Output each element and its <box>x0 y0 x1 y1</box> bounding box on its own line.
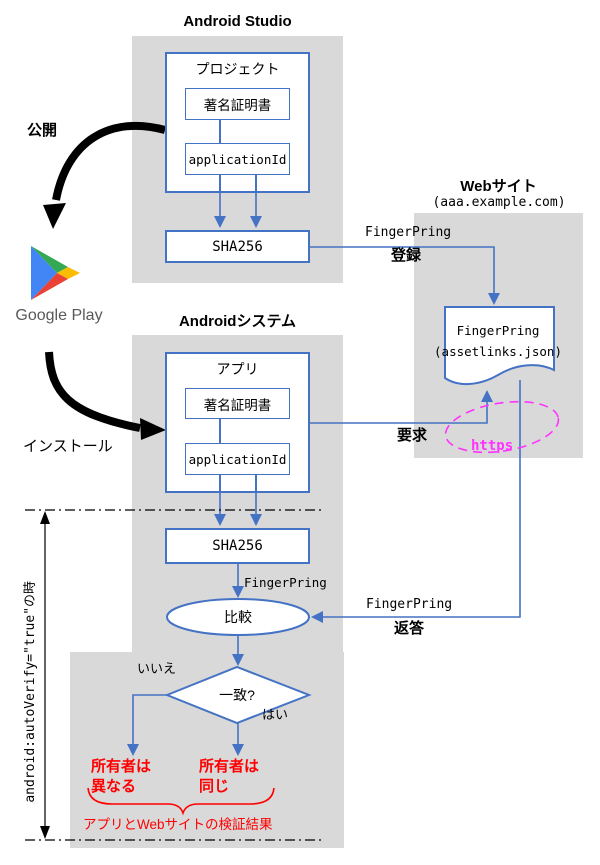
publish-label: 公開 <box>27 122 58 139</box>
reply-label: 返答 <box>394 620 425 637</box>
system-fingerpring-label: FingerPring <box>244 575 327 590</box>
studio-cert-box: 著名証明書 <box>185 88 290 120</box>
blue-connectors <box>132 193 521 745</box>
studio-sha256-label: SHA256 <box>212 238 263 255</box>
result-yes-line1: 所有者は <box>199 758 260 775</box>
google-play-icon <box>31 246 80 300</box>
system-appid-label: applicationId <box>188 451 287 467</box>
system-appid-box: applicationId <box>185 443 290 475</box>
sys-appid-out-connector-right <box>255 475 257 493</box>
system-cert-box: 著名証明書 <box>185 388 290 419</box>
result-brace <box>87 787 275 816</box>
register-label: 登録 <box>391 247 422 264</box>
branch-no-label: いいえ <box>137 661 177 676</box>
project-box-label: プロジェクト <box>195 61 280 77</box>
sys-appid-out-connector-left <box>219 475 221 493</box>
result-yes-line2: 同じ <box>199 778 230 795</box>
blue-arrowheads <box>127 216 500 756</box>
match-diamond <box>164 665 312 725</box>
compare-label: 比較 <box>224 609 252 625</box>
match-label: 一致? <box>219 687 255 703</box>
result-owner-differs: 所有者は 異なる <box>91 757 151 797</box>
assetlinks-line2: (assetlinks.json) <box>434 344 562 360</box>
appid-out-connector-right <box>255 175 257 193</box>
branch-yes-label: はい <box>262 707 289 722</box>
system-sha256-label: SHA256 <box>212 538 263 554</box>
android-studio-title: Android Studio <box>183 13 292 30</box>
assetlinks-line1: FingerPring <box>456 323 540 338</box>
system-cert-label: 著名証明書 <box>203 397 272 413</box>
assetlinks-document-text: FingerPring (assetlinks.json) <box>434 320 562 363</box>
autoverify-condition-label: android:autoVerify="true"の時 <box>23 580 39 803</box>
website-title: Webサイト <box>460 178 537 195</box>
android-system-title: Androidシステム <box>178 313 297 330</box>
studio-cert-label: 著名証明書 <box>203 98 272 113</box>
studio-appid-label: applicationId <box>188 151 287 167</box>
result-no-line1: 所有者は <box>91 758 152 775</box>
result-no-line2: 異なる <box>91 778 137 795</box>
result-caption: アプリとWebサイトの検証結果 <box>83 817 273 832</box>
reply-fingerpring-label: FingerPring <box>366 597 453 612</box>
studio-sha256-box: SHA256 <box>165 230 310 263</box>
system-sha256-box: SHA256 <box>165 528 310 564</box>
website-domain: (aaa.example.com) <box>432 195 566 210</box>
https-label: https <box>471 438 514 454</box>
app-box-label: アプリ <box>216 361 259 377</box>
scope-range-arrow <box>40 511 50 839</box>
register-fingerpring-label: FingerPring <box>365 225 452 240</box>
studio-appid-box: applicationId <box>185 143 290 175</box>
result-owner-same: 所有者は 同じ <box>199 757 259 797</box>
assetlinks-document-shape <box>444 306 555 385</box>
sys-cert-to-appid-connector <box>219 418 221 443</box>
publish-arrow <box>43 121 167 229</box>
cert-to-appid-connector <box>219 120 221 143</box>
google-play-label: Google Play <box>15 307 103 324</box>
install-label: インストール <box>23 438 113 455</box>
install-arrow <box>45 351 166 440</box>
appid-out-connector-left <box>219 175 221 193</box>
request-label: 要求 <box>397 427 428 444</box>
